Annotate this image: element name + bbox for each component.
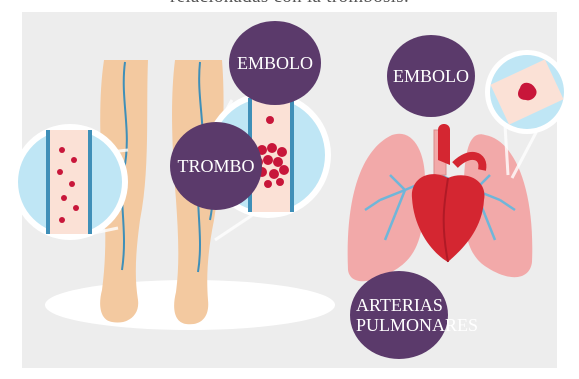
embolo-label-legs: EMBOLO (229, 21, 321, 105)
embolo-label-lungs: EMBOLO (387, 35, 475, 117)
embolo-lungs-text: EMBOLO (393, 66, 469, 86)
embolo-legs-text: EMBOLO (237, 53, 313, 73)
trombo-label: TROMBO (170, 122, 262, 210)
arterias-pulmonares-label: ARTERIAS PULMONARES (350, 271, 448, 359)
left-zoom-lens (12, 124, 128, 240)
arterias-text: ARTERIAS PULMONARES (356, 295, 442, 335)
lung-zoom-lens (485, 50, 569, 134)
trombo-text: TROMBO (177, 156, 254, 176)
